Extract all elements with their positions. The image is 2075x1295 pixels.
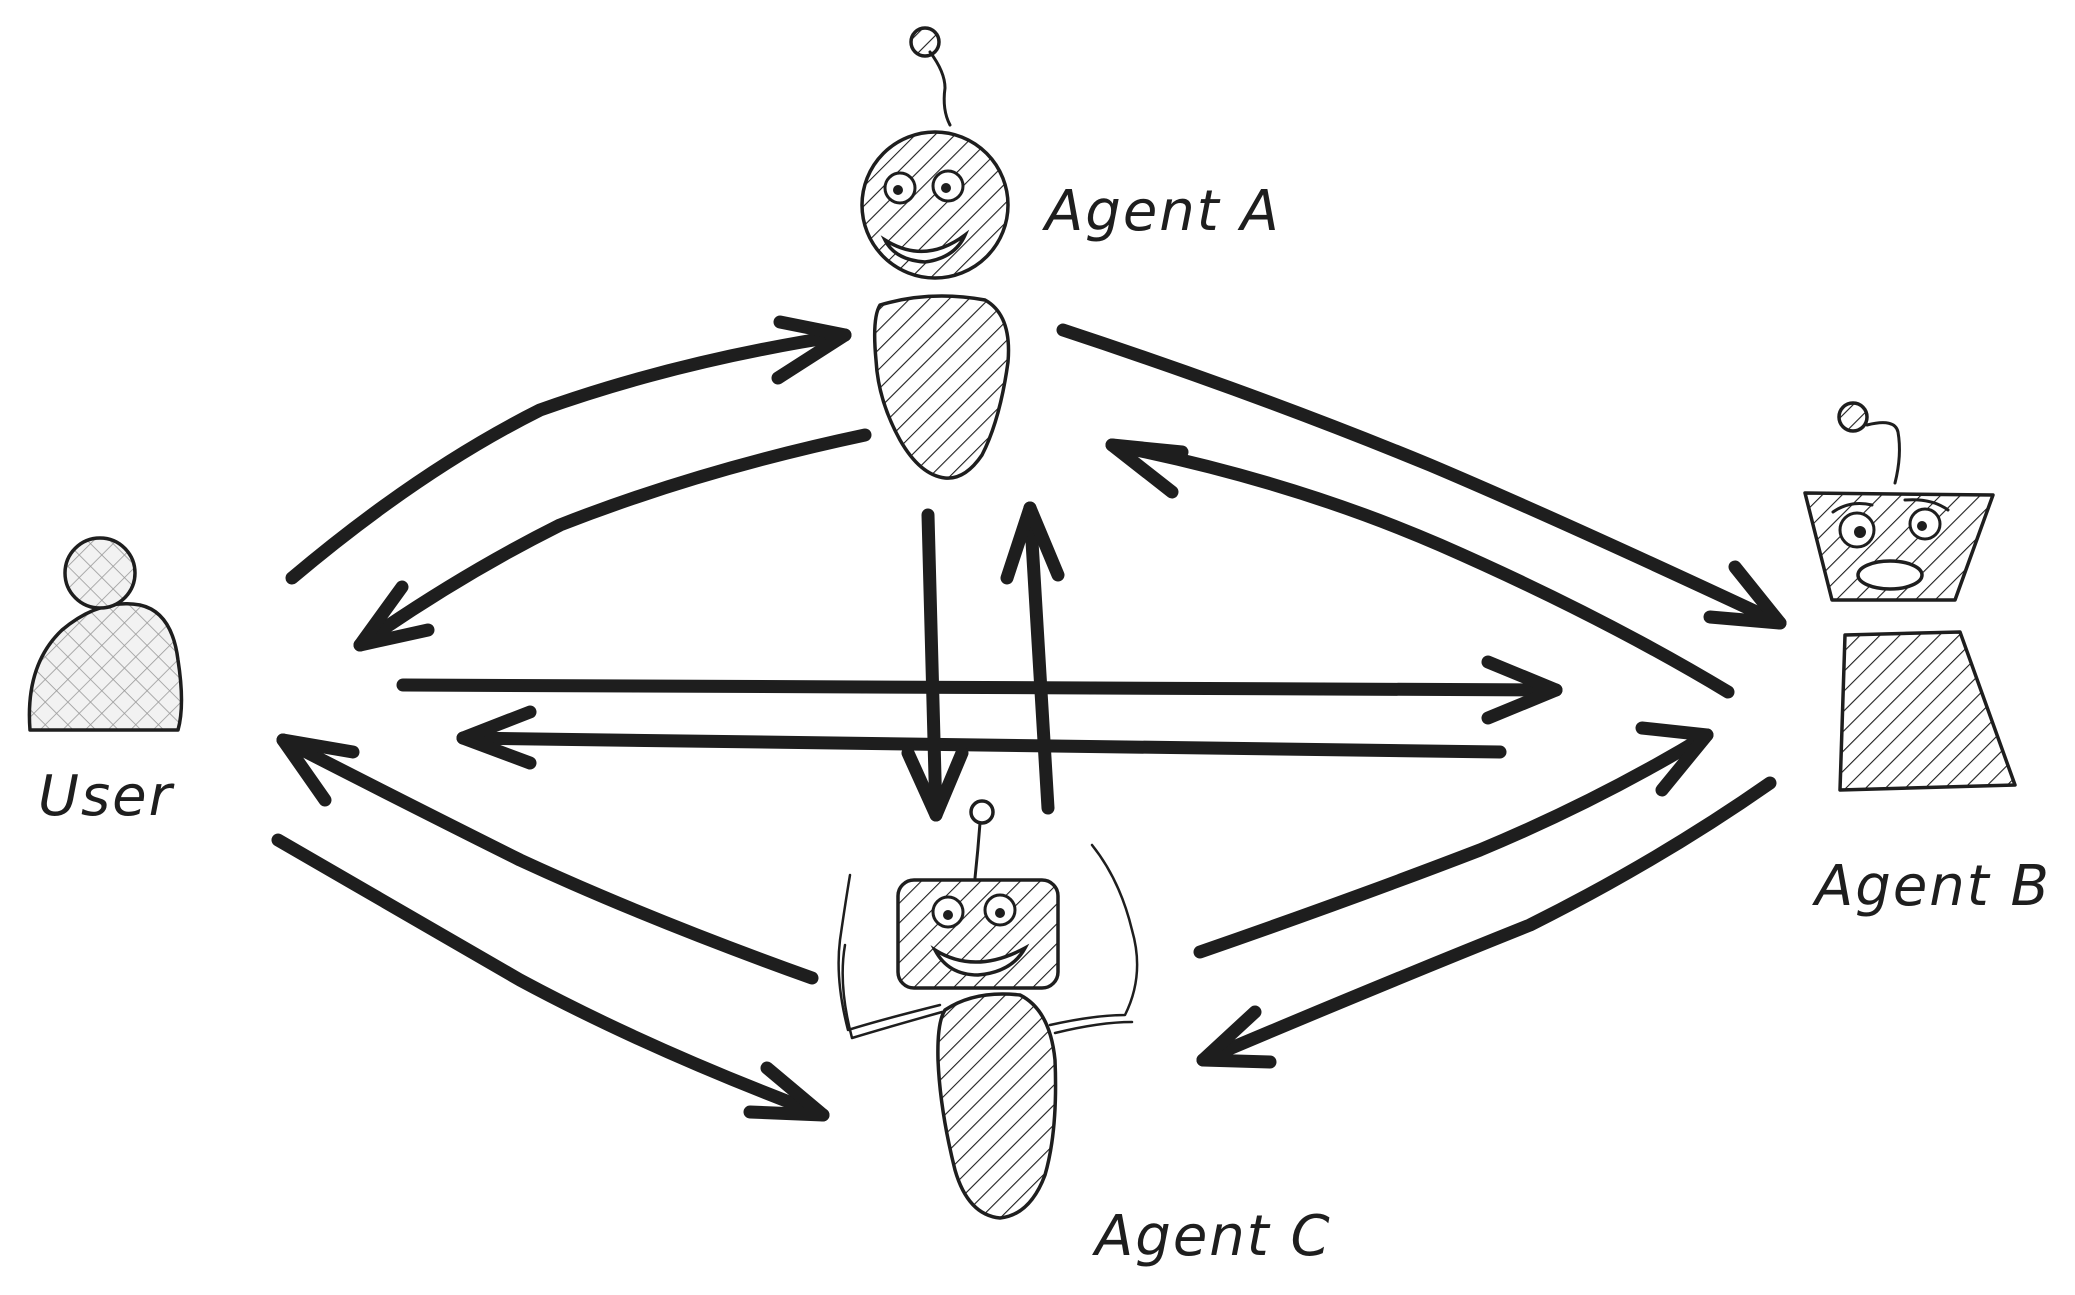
arrows	[271, 315, 1787, 1122]
agent-b-figure	[1803, 401, 2017, 792]
user-body	[27, 602, 184, 732]
arrow-agent-a-to-agent-b	[1056, 323, 1787, 630]
agent-c-left-arm	[837, 873, 942, 1032]
agent-b-label: Agent B	[1812, 854, 2051, 919]
arrow-agent-b-to-agent-c	[1196, 776, 1777, 1069]
arrow-agent-a-to-user	[353, 428, 872, 652]
arrow-agent-a-to-agent-c	[901, 508, 969, 822]
agent-c-label: Agent C	[1092, 1204, 1332, 1269]
arrow-agent-b-to-user	[456, 705, 1507, 770]
arrow-agent-c-to-agent-a	[1000, 501, 1065, 815]
user-figure	[27, 536, 184, 732]
agent-c-body	[936, 992, 1058, 1220]
arrow-user-to-agent-b	[396, 655, 1563, 725]
arrow-agent-c-to-agent-b	[1193, 721, 1714, 959]
agent-a-label: Agent A	[1042, 179, 1281, 244]
user-head	[63, 536, 137, 610]
agent-a-body	[872, 294, 1011, 480]
agent-b-body	[1838, 630, 2017, 792]
user-label: User	[38, 764, 175, 829]
agent-a-head	[860, 130, 1010, 280]
agent-a-figure	[860, 26, 1011, 480]
arrow-agent-c-to-user	[276, 733, 819, 985]
arrow-user-to-agent-c	[271, 833, 830, 1122]
agent-b-mouth	[1856, 559, 1924, 591]
agent-c-figure	[837, 799, 1139, 1220]
agent-a-mouth	[880, 229, 970, 264]
arrow-user-to-agent-a	[285, 315, 852, 585]
arrow-agent-b-to-agent-a	[1105, 438, 1735, 699]
agent-c-mouth	[930, 943, 1030, 977]
agent-c-right-arm	[1048, 843, 1139, 1027]
